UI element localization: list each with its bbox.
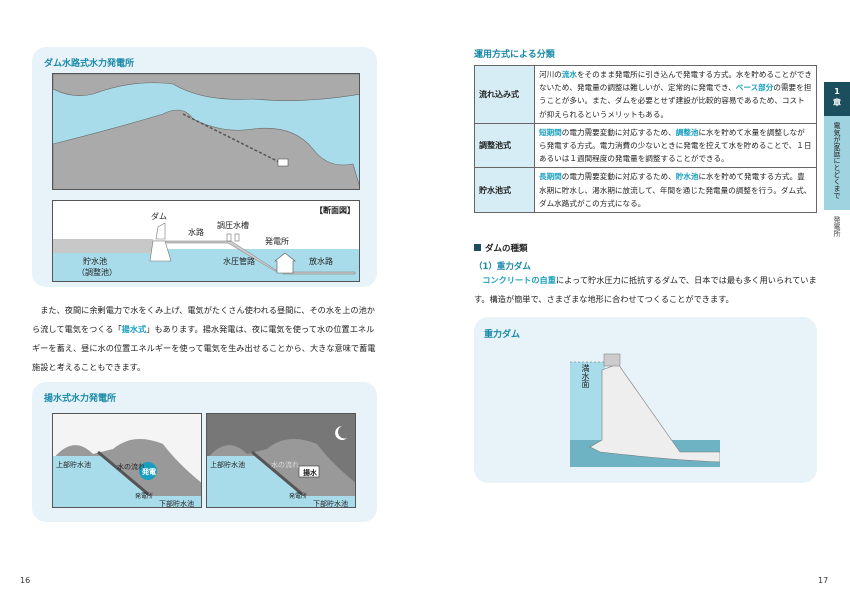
table-row: 貯水池式長期間の電力需要変動に対応するため、貯水池に水を貯めて発電する方式。豊水…	[474, 167, 817, 214]
gravity-dam-paragraph: コンクリートの自重によって貯水圧力に抵抗するダムで、日本では最も多く用いられてい…	[474, 275, 817, 304]
label-surge-tank: 調圧水槽	[217, 221, 249, 230]
pump-label: 揚水	[303, 469, 317, 477]
description-text: の需要を担うことが多い。また、ダムを必要とせず建設が比較的容易であるため、コスト…	[539, 83, 812, 119]
panel-title: 揚水式水力発電所	[44, 394, 117, 404]
label-lower-reservoir: 下部貯水池	[313, 500, 348, 508]
generate-bubble: 発電	[142, 468, 156, 476]
square-bullet-icon	[474, 244, 481, 251]
description-text: 長期間	[539, 172, 562, 182]
chapter-title-tab[interactable]: 電気が家庭にとどくまで	[824, 116, 850, 210]
page-number: 16	[20, 576, 31, 585]
gravity-dam-illustration	[570, 353, 720, 467]
description-text: をそのまま発電所に引き込んで発電する方式。水を貯めることができないため、発電量の…	[539, 70, 812, 93]
map-illustration	[52, 73, 360, 190]
night-illustration: 上部貯水池 水の流れ 揚水 発電所 下部貯水池	[206, 413, 356, 508]
row-description: 河川の流水をそのまま発電所に引き込んで発電する方式。水を貯めることができないため…	[534, 65, 817, 124]
label-reservoir-sub: （調整池）	[77, 268, 117, 277]
label-dam: ダム	[151, 212, 167, 221]
cross-section-diagram: 【断面図】 ダム 水路 調圧水槽 発電所 貯水池 （調整池） 水圧管路 放水路	[52, 200, 360, 282]
row-description: 長期間の電力需要変動に対応するため、貯水池に水を貯めて発電する方式。豊水期に貯水…	[534, 167, 817, 214]
description-text: 調整池	[675, 127, 699, 137]
row-header: 調整池式	[474, 122, 535, 169]
panel-title: 重力ダム	[484, 330, 521, 340]
description-text: に水を貯めて水量を調整しながら発電する方式。電力消費の少ないときに発電を控えて水…	[539, 127, 812, 164]
section-label: 【断面図】	[315, 206, 355, 215]
table-row: 調整池式短期間の電力需要変動に対応するため、調整池に水を貯めて水量を調整しながら…	[474, 122, 817, 169]
label-plant: 発電所	[289, 493, 308, 500]
description-text: ベース部分	[735, 83, 774, 93]
description-text: 流水	[561, 70, 577, 79]
label-water-flow: 水の流れ	[117, 463, 145, 471]
panel-title: ダム水路式水力発電所	[44, 59, 135, 69]
row-header: 貯水池式	[474, 167, 535, 214]
table-row: 流れ込み式河川の流水をそのまま発電所に引き込んで発電する方式。水を貯めることがで…	[474, 65, 817, 124]
description-text: の電力需要変動に対応するため、	[561, 127, 676, 137]
page-number: 17	[818, 576, 829, 585]
operation-type-table: 流れ込み式河川の流水をそのまま発電所に引き込んで発電する方式。水を貯めることがで…	[474, 65, 817, 214]
day-illustration: 上部貯水池 水の流れ 発電 発電所 下部貯水池	[52, 413, 202, 508]
section-heading: ダムの種類	[474, 242, 528, 254]
label-upper-reservoir: 上部貯水池	[56, 461, 91, 469]
label-penstock: 水圧管路	[223, 257, 255, 266]
label-plant: 発電所	[135, 493, 154, 500]
label-upper-reservoir: 上部貯水池	[210, 461, 245, 469]
row-header: 流れ込み式	[474, 65, 535, 124]
label-channel: 水路	[188, 228, 204, 237]
label-water-flow: 水の流れ	[271, 461, 299, 469]
label-lower-reservoir: 下部貯水池	[159, 500, 194, 508]
description-text: 貯水池	[675, 172, 699, 182]
description-text: の電力需要変動に対応するため、	[561, 172, 676, 182]
label-reservoir: 貯水池	[83, 257, 107, 266]
description-text: に水を貯めて発電する方式。豊水期に貯水し、渇水期に放流して、年間を通じた発電量の…	[539, 172, 812, 208]
pumped-storage-paragraph: また、夜間に余剰電力で水をくみ上げ、電気がたくさん使われる昼間に、その水を上の池…	[32, 305, 376, 372]
description-text: 短期間	[539, 127, 562, 137]
table-title: 運用方式による分類	[474, 50, 555, 60]
description-text: 河川の	[539, 70, 562, 79]
full-water-level-label: 満水面	[581, 364, 590, 388]
section-tab[interactable]: 発電所	[833, 216, 841, 237]
label-tailrace: 放水路	[309, 257, 333, 266]
row-description: 短期間の電力需要変動に対応するため、調整池に水を貯めて水量を調整しながら発電する…	[534, 122, 817, 169]
label-powerhouse: 発電所	[265, 237, 289, 246]
sub-heading: （1）重力ダム	[474, 262, 531, 272]
